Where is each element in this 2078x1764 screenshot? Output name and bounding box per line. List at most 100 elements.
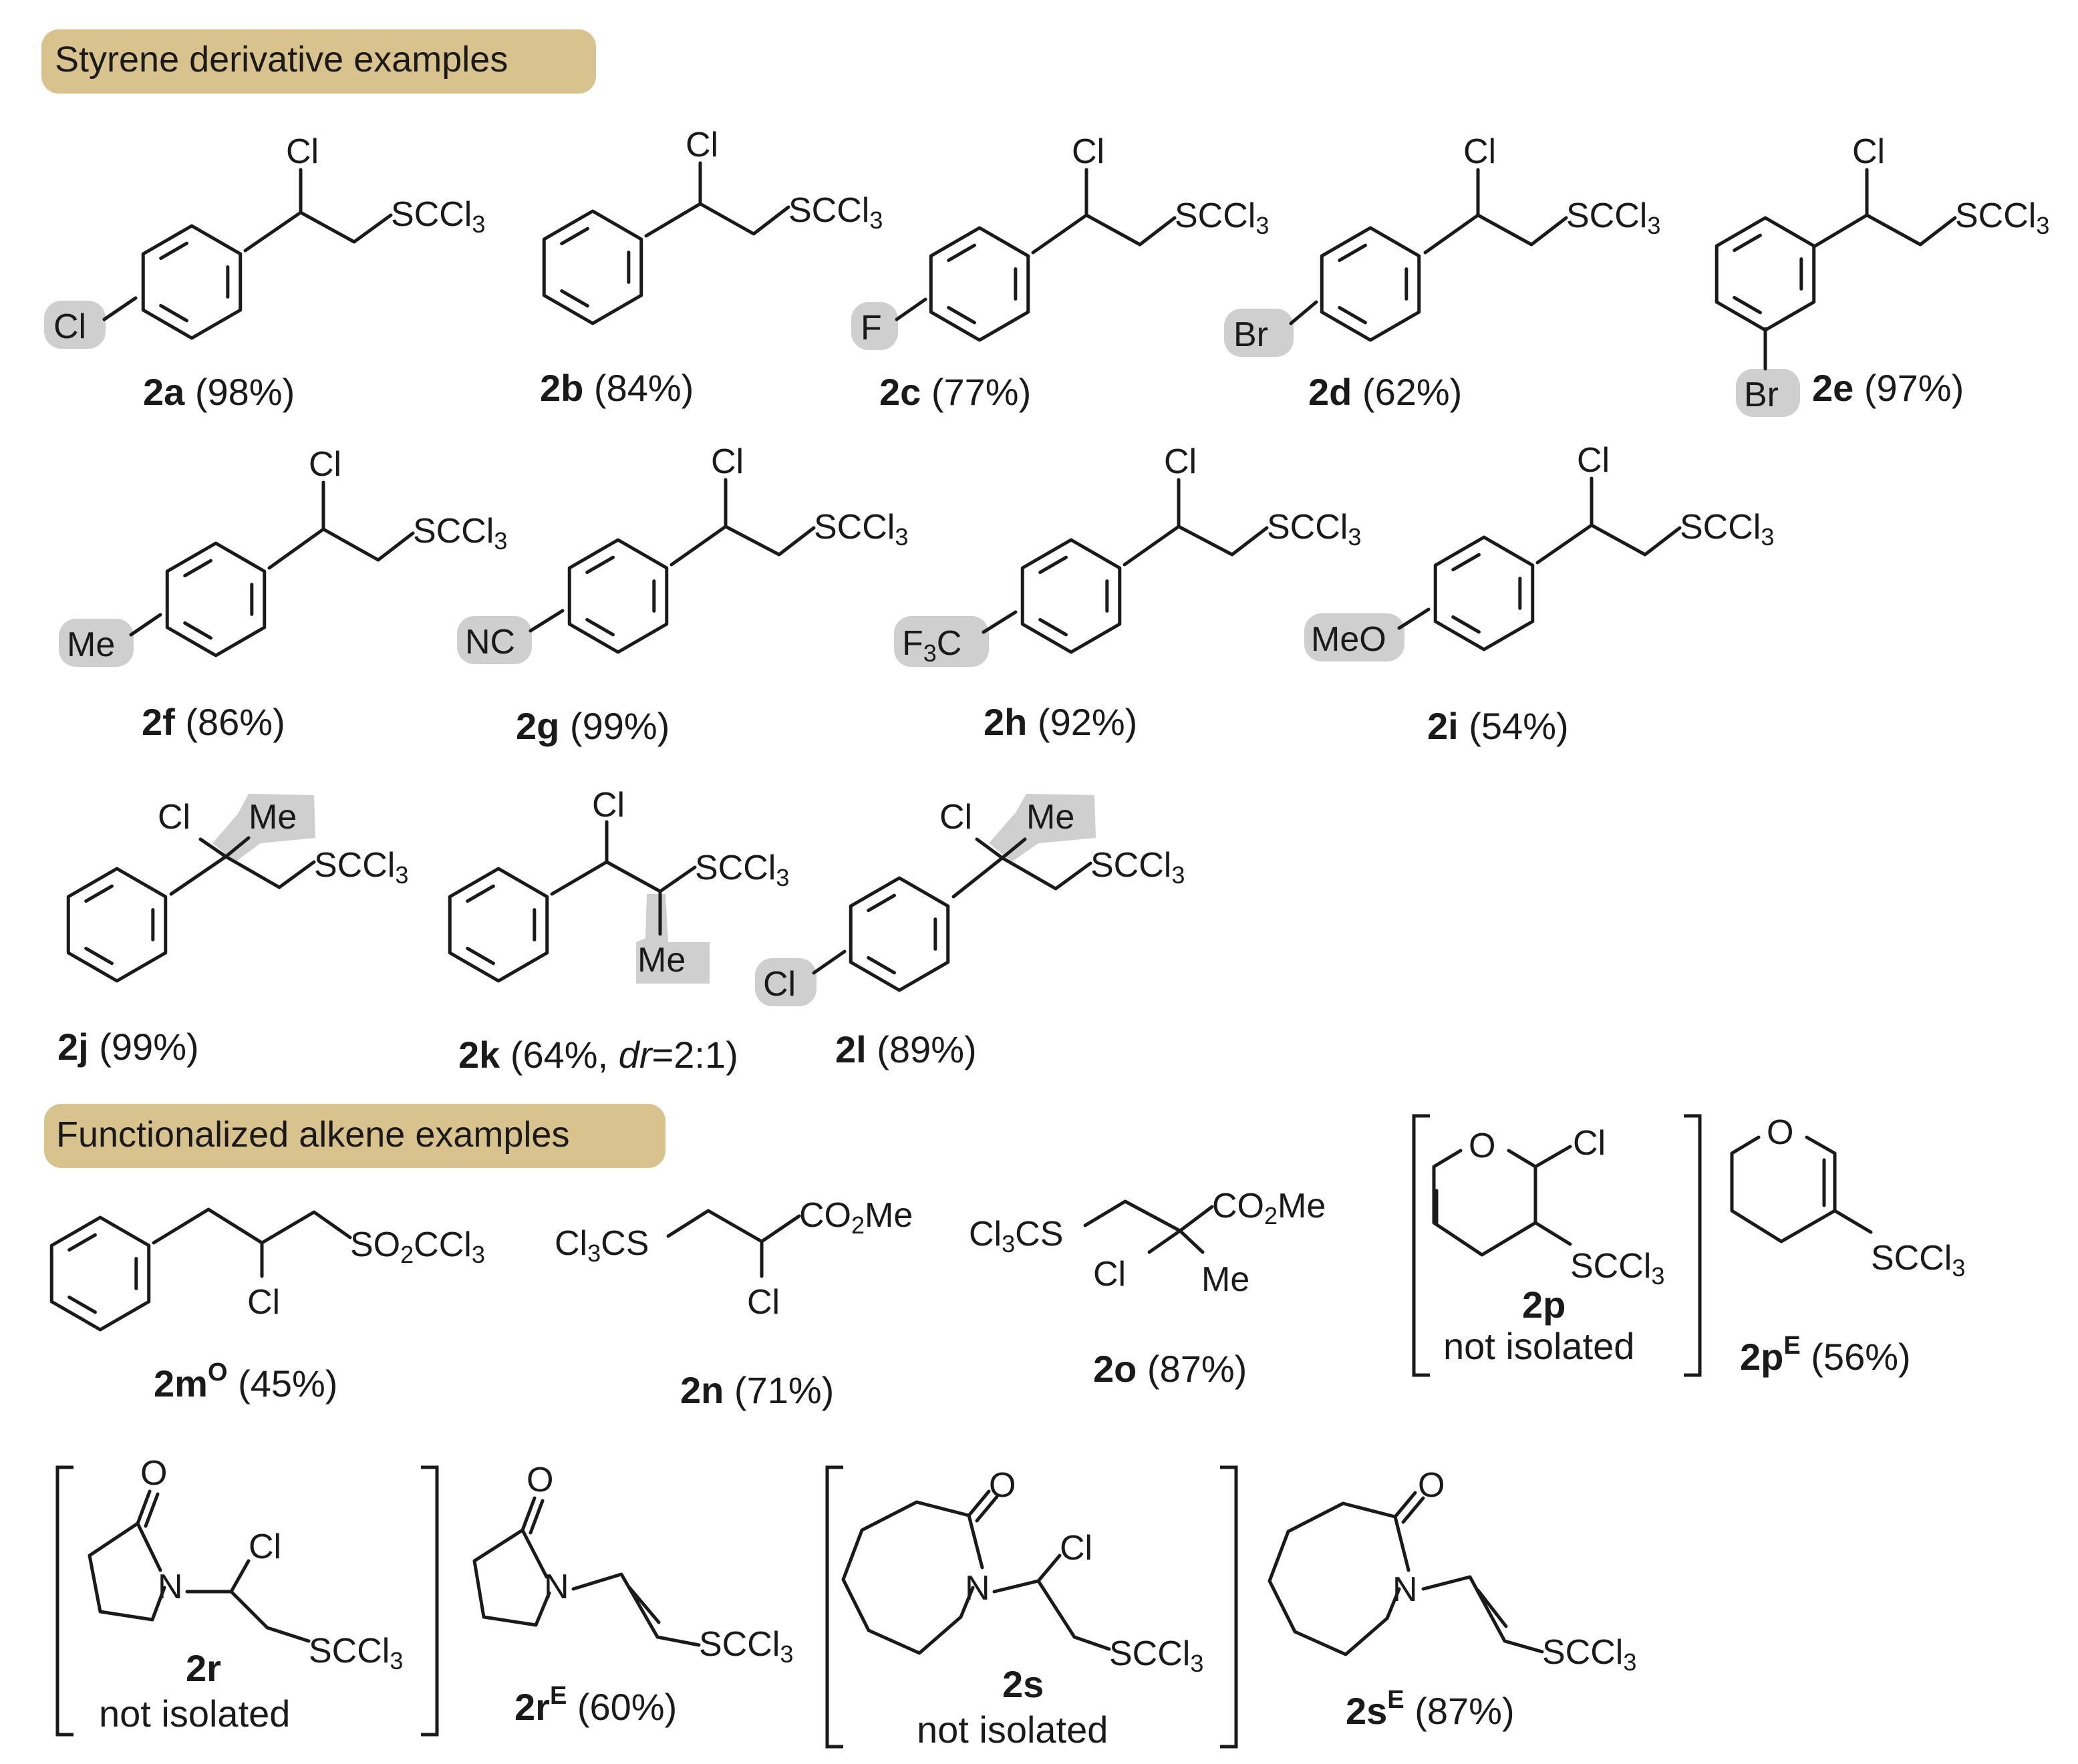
chain-bond bbox=[571, 1572, 701, 1647]
compound-label: 2g (99%) bbox=[516, 705, 670, 747]
bracket-left bbox=[1412, 1114, 1430, 1377]
chloro-atom: Cl bbox=[747, 1283, 780, 1322]
chloro-atom: Cl bbox=[1463, 132, 1496, 171]
bond bbox=[521, 1496, 545, 1535]
chloro-atom: Cl bbox=[249, 1527, 281, 1566]
substituent: MeO bbox=[1311, 620, 1386, 659]
ring-double-bond bbox=[1338, 243, 1367, 263]
ring-outline bbox=[1020, 538, 1122, 654]
compound-2g: NC Cl SCCl3 2g (99%) bbox=[457, 442, 908, 747]
chain-bond bbox=[951, 856, 1092, 899]
not-isolated-note: not isolated bbox=[917, 1709, 1108, 1751]
benzene-ring bbox=[165, 541, 267, 657]
compound-label: 2p bbox=[1522, 1284, 1566, 1326]
methyl-highlight bbox=[636, 894, 710, 984]
scl3-group: SCCl3 bbox=[1542, 1633, 1636, 1676]
scl3-group: SCCl3 bbox=[1871, 1239, 1965, 1282]
chain-bond bbox=[152, 1207, 352, 1245]
ring-double-bond bbox=[1038, 555, 1068, 575]
so2ccl3-group: SO2CCl3 bbox=[350, 1225, 485, 1268]
compound-2rE: O N SCCl3 2rE (60%) bbox=[472, 1461, 793, 1728]
co2me-group: CO2Me bbox=[799, 1196, 913, 1239]
chain-bond bbox=[550, 860, 697, 896]
ring-double-bond bbox=[585, 555, 615, 575]
chloro-atom: Cl bbox=[686, 126, 718, 164]
section-header-styrene-box bbox=[41, 29, 596, 94]
oxygen-atom: O bbox=[1767, 1113, 1793, 1152]
bond bbox=[812, 949, 847, 975]
co2me-group: CO2Me bbox=[1212, 1187, 1326, 1229]
nitrogen-atom: N bbox=[965, 1569, 990, 1608]
not-isolated-note: not isolated bbox=[1443, 1325, 1634, 1367]
ring-double-bond bbox=[867, 893, 896, 913]
bracket-left bbox=[825, 1465, 843, 1749]
bond bbox=[529, 609, 565, 633]
benzene-ring bbox=[542, 209, 643, 325]
scl3-group: SCCl3 bbox=[788, 191, 883, 234]
scl3-group: SCCl3 bbox=[1680, 508, 1774, 551]
compound-label: 2r bbox=[186, 1647, 221, 1689]
substituent: Cl bbox=[763, 965, 796, 1004]
compound-2i: MeO Cl SCCl3 2i (54%) bbox=[1304, 441, 1774, 747]
scl3-group: SCCl3 bbox=[309, 1632, 403, 1674]
chloro-atom: Cl bbox=[158, 798, 190, 837]
substituent-highlight bbox=[457, 616, 532, 664]
bond bbox=[1178, 1229, 1205, 1254]
bracket-right bbox=[1684, 1114, 1702, 1377]
ring-double-bond bbox=[1733, 233, 1762, 253]
chloro-atom: Cl bbox=[592, 786, 625, 825]
benzene-ring bbox=[141, 224, 243, 340]
section-header-alkene: Functionalized alkene examples bbox=[56, 1115, 569, 1155]
scl3-group: SCCl3 bbox=[413, 512, 507, 555]
ring-outline bbox=[929, 226, 1030, 342]
ring-outline bbox=[141, 224, 243, 340]
compound-2a: Cl Cl SCCl3 2a (98%) bbox=[44, 132, 485, 413]
compound-label: 2d (62%) bbox=[1308, 371, 1462, 413]
bond bbox=[136, 1489, 160, 1528]
compound-2c: F Cl SCCl3 2c (77%) bbox=[851, 132, 1269, 413]
scl3-group: SCCl3 bbox=[1175, 196, 1269, 239]
ring-outline bbox=[567, 538, 669, 654]
not-isolated-note: not isolated bbox=[99, 1693, 290, 1735]
substituent-highlight bbox=[1304, 613, 1404, 662]
ring-outline bbox=[1320, 226, 1421, 342]
bracket-right bbox=[421, 1465, 439, 1737]
bond bbox=[1833, 1209, 1873, 1234]
bond bbox=[102, 296, 138, 321]
chloro-atom: Cl bbox=[1060, 1529, 1092, 1568]
substituent: Br bbox=[1744, 376, 1779, 414]
ring-double-bond bbox=[466, 946, 495, 966]
nitrogen-atom: N bbox=[544, 1568, 569, 1606]
ring-double-bond bbox=[585, 617, 615, 637]
compound-2k: Cl SCCl3 Me 2k (64%, dr=2:1) bbox=[448, 786, 789, 1076]
compound-label: 2rE (60%) bbox=[514, 1682, 677, 1728]
chain-bond bbox=[666, 1209, 801, 1243]
ring-double-bond bbox=[67, 1295, 97, 1314]
ring-double-bond bbox=[867, 956, 896, 975]
ring-double-bond bbox=[159, 241, 188, 261]
bond bbox=[224, 836, 251, 859]
cl3cs-group: Cl3CS bbox=[969, 1215, 1063, 1258]
scl3-group: SCCl3 bbox=[1566, 196, 1660, 239]
chloro-atom: Cl bbox=[309, 445, 341, 484]
ring-double-bond bbox=[1451, 553, 1481, 572]
bracket-left bbox=[55, 1465, 73, 1737]
compound-2sE: O N SCCl3 2sE (87%) bbox=[1268, 1466, 1636, 1732]
ring-double-bond bbox=[159, 303, 188, 323]
compound-2l: Cl Cl Me SCCl3 2l (89%) bbox=[755, 794, 1185, 1070]
ring-outline bbox=[165, 541, 267, 657]
ring-double-bond bbox=[1338, 305, 1367, 325]
ring-double-bond bbox=[1733, 295, 1762, 315]
compound-label: 2h (92%) bbox=[984, 701, 1137, 743]
ring-outline bbox=[849, 876, 950, 992]
substituent: Br bbox=[1233, 315, 1268, 354]
compound-label: 2n (71%) bbox=[680, 1369, 834, 1411]
scl3-group: SCCl3 bbox=[1955, 196, 2049, 239]
oxygen-atom: O bbox=[1418, 1466, 1445, 1505]
ring-double-bond bbox=[560, 289, 589, 308]
chloro-atom: Cl bbox=[1072, 132, 1104, 171]
ring-double-bond bbox=[1038, 617, 1068, 637]
chain-bond bbox=[1031, 213, 1177, 255]
nitrogen-atom: N bbox=[1392, 1570, 1418, 1609]
compound-2s: O N Cl SCCl3 2s not isolated bbox=[825, 1465, 1238, 1751]
